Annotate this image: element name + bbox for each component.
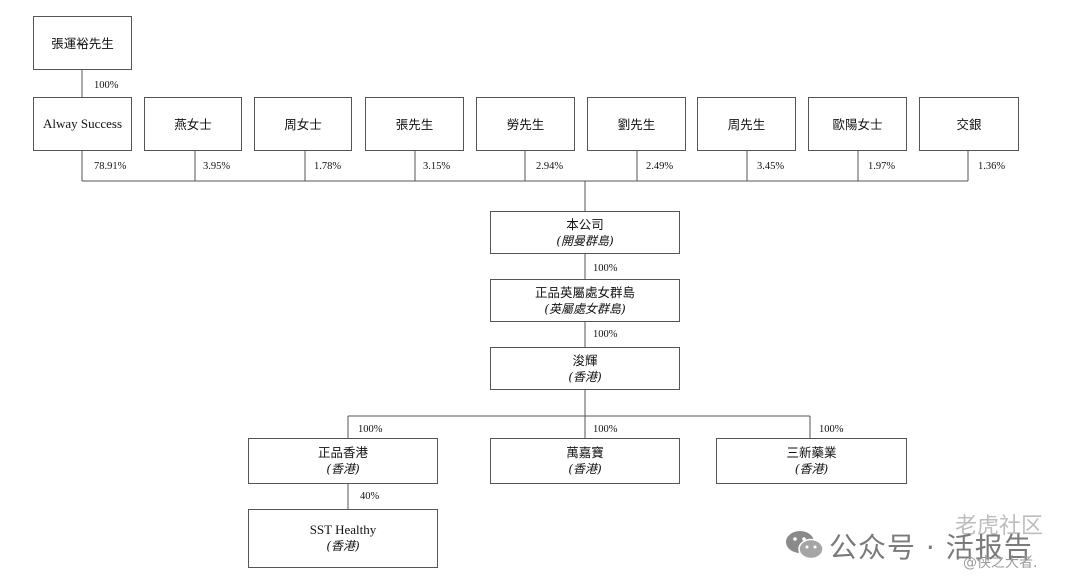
shareholder-name: 勞先生 — [506, 116, 545, 132]
shareholder-pct: 2.94% — [536, 161, 564, 172]
subsidiary-place: (香港) — [326, 462, 360, 476]
sst-name: SST Healthy — [309, 522, 377, 537]
subsidiary-pct: 100% — [593, 424, 618, 435]
shareholder-name: 歐陽女士 — [832, 116, 883, 132]
bvi-pct: 100% — [593, 329, 618, 340]
subsidiary-pct: 100% — [358, 424, 383, 435]
shareholder-name: 交銀 — [956, 116, 982, 132]
subsidiary-name: 萬嘉寶 — [566, 445, 604, 460]
shareholder-name: 張先生 — [395, 116, 434, 132]
company-pct: 100% — [593, 263, 618, 274]
shareholder-pct: 1.97% — [868, 161, 896, 172]
shareholder-box: 周先生 — [697, 97, 796, 151]
shareholder-box: Alway Success — [33, 97, 132, 151]
shareholder-box: 勞先生 — [476, 97, 575, 151]
shareholder-pct: 3.95% — [203, 161, 231, 172]
shareholder-name: 周先生 — [727, 116, 766, 132]
subsidiary-box: 萬嘉寶 (香港) — [490, 438, 680, 484]
shareholder-pct: 2.49% — [646, 161, 674, 172]
shareholder-name: Alway Success — [42, 116, 123, 131]
subsidiary-place: (香港) — [794, 462, 829, 476]
watermark-main-text: 公众号 · 活报告 — [829, 531, 1033, 564]
subsidiary-box: 正品香港 (香港) — [248, 438, 438, 484]
company-name: 本公司 — [566, 216, 604, 232]
bvi-name: 正品英屬處女群島 — [534, 284, 635, 300]
shareholder-box: 歐陽女士 — [808, 97, 907, 151]
top-shareholder-box: 張運裕先生 — [33, 16, 132, 70]
watermark: 老虎社区 公众号 · 活报告 @侠之大者. — [785, 508, 1075, 578]
shareholder-pct: 3.15% — [423, 161, 451, 172]
sst-place: (香港) — [326, 539, 360, 553]
shareholder-box: 交銀 — [919, 97, 1019, 151]
sst-box: SST Healthy (香港) — [248, 509, 438, 568]
shareholder-box: 周女士 — [254, 97, 352, 151]
top-shareholder-pct: 100% — [94, 80, 119, 91]
bvi-box: 正品英屬處女群島 (英屬處女群島) — [490, 279, 680, 322]
company-place: (開曼群島) — [556, 233, 614, 248]
subsidiary-name: 三新藥業 — [786, 445, 837, 460]
wechat-icon — [786, 531, 824, 560]
shareholder-pct: 1.36% — [978, 161, 1006, 172]
shareholder-name: 燕女士 — [174, 116, 212, 132]
top-shareholder-name: 張運裕先生 — [51, 35, 114, 51]
subsidiary-name: 正品香港 — [317, 445, 368, 460]
watermark-handle: @侠之大者. — [963, 555, 1038, 571]
shareholder-pct: 1.78% — [314, 161, 342, 172]
watermark-side-text: 老虎社区 — [955, 514, 1044, 539]
shareholder-box: 燕女士 — [144, 97, 242, 151]
bvi-place: (英屬處女群島) — [544, 301, 626, 316]
subsidiary-place: (香港) — [568, 462, 602, 476]
junhui-place: (香港) — [568, 369, 602, 384]
company-box: 本公司 (開曼群島) — [490, 211, 680, 254]
shareholder-name: 劉先生 — [617, 116, 656, 132]
shareholder-name: 周女士 — [284, 116, 322, 132]
subsidiary-box: 三新藥業 (香港) — [716, 438, 907, 484]
junhui-name: 浚輝 — [572, 352, 598, 368]
sst-pct: 40% — [360, 491, 380, 502]
junhui-box: 浚輝 (香港) — [490, 347, 680, 390]
shareholder-box: 張先生 — [365, 97, 464, 151]
shareholder-pct: 78.91% — [94, 161, 127, 172]
shareholder-pct: 3.45% — [757, 161, 785, 172]
shareholder-box: 劉先生 — [587, 97, 686, 151]
subsidiary-pct: 100% — [819, 424, 844, 435]
